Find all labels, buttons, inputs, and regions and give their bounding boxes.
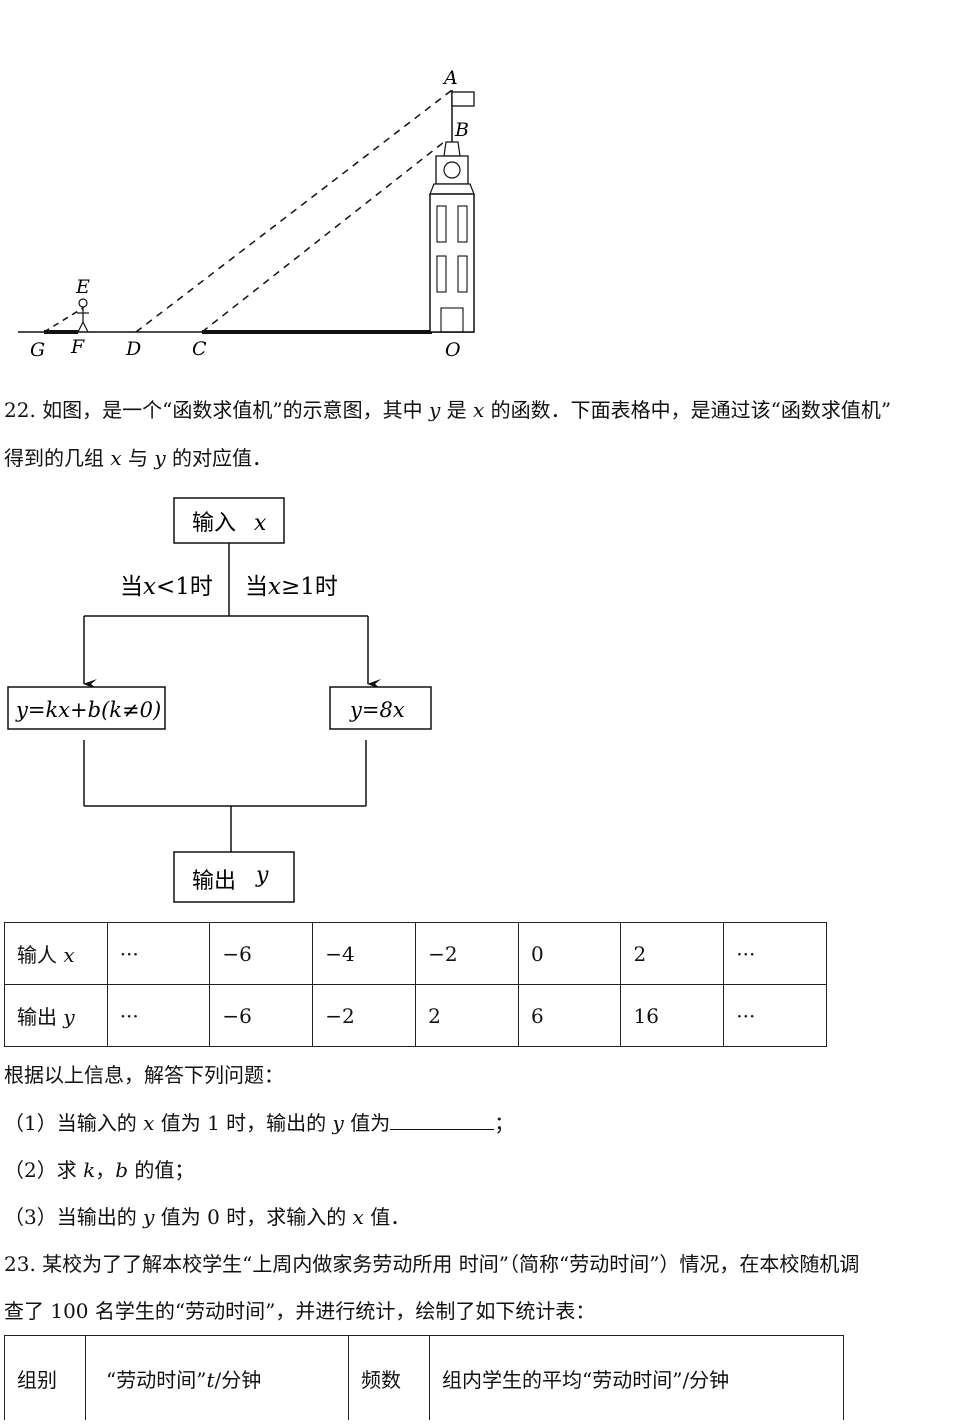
table-cell: −4: [312, 922, 417, 985]
q22-line1-text-2: 是: [440, 398, 474, 422]
table-cell: −2: [312, 984, 417, 1047]
output-box: [173, 851, 295, 903]
q22-line1-text-1: 22. 如图，是一个“函数求值机”的示意图，其中: [4, 398, 429, 422]
row-label-input: 输人 x: [4, 922, 108, 985]
table-row: 输人 x ··· −6 −4 −2 0 2 ···: [4, 922, 827, 985]
q22-line2-var-x: x: [110, 446, 122, 470]
table-cell: 0: [517, 922, 622, 985]
table-cell: 2: [620, 922, 725, 985]
input-box: [173, 497, 285, 544]
table-cell: −2: [415, 922, 519, 985]
header-average-time: 组内学生的平均“劳动时间”/分钟: [429, 1335, 844, 1420]
q22-intro: 根据以上信息，解答下列问题：: [4, 1063, 284, 1087]
q23-line2: 查了 100 名学生的“劳动时间”，并进行统计，绘制了如下统计表：: [4, 1299, 596, 1323]
table-cell: 16: [620, 984, 725, 1047]
label-O: O: [445, 339, 461, 361]
condition-left: 当x<1时: [120, 574, 213, 600]
table-cell: ···: [723, 922, 827, 985]
output-label: 输出: [192, 869, 236, 894]
function-machine-flowchart: 输入 x 当x<1时 当x≥1时 y=kx+b(k≠0) y=8x 输出 y: [7, 497, 432, 903]
q23-line1: 23. 某校为了了解本校学生“上周内做家务劳动所用 时间”（简称“劳动时间”）情…: [4, 1252, 860, 1276]
q22-sub3: （3）当输出的 y 值为 0 时，求输入的 x 值．: [4, 1205, 411, 1229]
table-cell: ···: [723, 984, 827, 1047]
label-A: A: [442, 67, 458, 89]
table-header-row: 组别 “劳动时间”t/分钟 频数 组内学生的平均“劳动时间”/分钟: [4, 1335, 844, 1420]
table-cell: −6: [209, 922, 314, 985]
header-group: 组别: [4, 1335, 86, 1420]
label-D: D: [125, 338, 141, 360]
input-var: x: [254, 511, 267, 536]
header-frequency: 频数: [348, 1335, 430, 1420]
label-F: F: [70, 336, 85, 358]
q22-line2-var-y: y: [154, 446, 166, 470]
q22-line1-text-3: 的函数．下面表格中，是通过该“函数求值机”: [484, 398, 892, 422]
label-C: C: [192, 338, 207, 360]
label-G: G: [30, 339, 45, 361]
table-cell: 2: [415, 984, 519, 1047]
q22-var-y: y: [428, 398, 441, 422]
q22-sub1: （1）当输入的 x 值为 1 时，输出的 y 值为；: [4, 1111, 515, 1135]
q22-line2: 得到的几组 x 与 y 的对应值．: [4, 448, 272, 468]
input-label: 输入: [192, 511, 236, 536]
xy-table: 输人 x ··· −6 −4 −2 0 2 ··· 输出 y ··· −6 −2…: [4, 922, 827, 1047]
box-left-formula: y=kx+b(k≠0): [15, 698, 161, 722]
label-B: B: [454, 119, 469, 141]
q22-line1: 22. 如图，是一个“函数求值机”的示意图，其中 y 是 x 的函数．下面表格中…: [4, 400, 891, 420]
box-left: [7, 686, 166, 730]
table-row: 输出 y ··· −6 −2 2 6 16 ···: [4, 984, 827, 1047]
q22-sub2: （2）求 k，b 的值；: [4, 1158, 195, 1182]
table-cell: 6: [517, 984, 622, 1047]
label-E: E: [75, 276, 90, 298]
answer-blank[interactable]: [390, 1113, 495, 1130]
box-right-formula: y=8x: [349, 698, 405, 722]
q22-var-x: x: [473, 398, 485, 422]
condition-right: 当x≥1时: [245, 574, 338, 600]
table-cell: ···: [106, 922, 211, 985]
q22-line2-text-1: 得到的几组: [4, 446, 111, 470]
row-label-output: 输出 y: [4, 984, 108, 1047]
geometry-figure: A B E G F D C O: [18, 67, 475, 361]
box-right: [329, 686, 432, 730]
q22-line2-text-3: 的对应值．: [165, 446, 273, 470]
table-cell: ···: [106, 984, 211, 1047]
output-var: y: [255, 863, 269, 888]
labor-time-table: 组别 “劳动时间”t/分钟 频数 组内学生的平均“劳动时间”/分钟: [4, 1335, 844, 1420]
table-cell: −6: [209, 984, 314, 1047]
header-labor-time: “劳动时间”t/分钟: [85, 1335, 349, 1420]
q22-line2-text-2: 与: [121, 446, 155, 470]
